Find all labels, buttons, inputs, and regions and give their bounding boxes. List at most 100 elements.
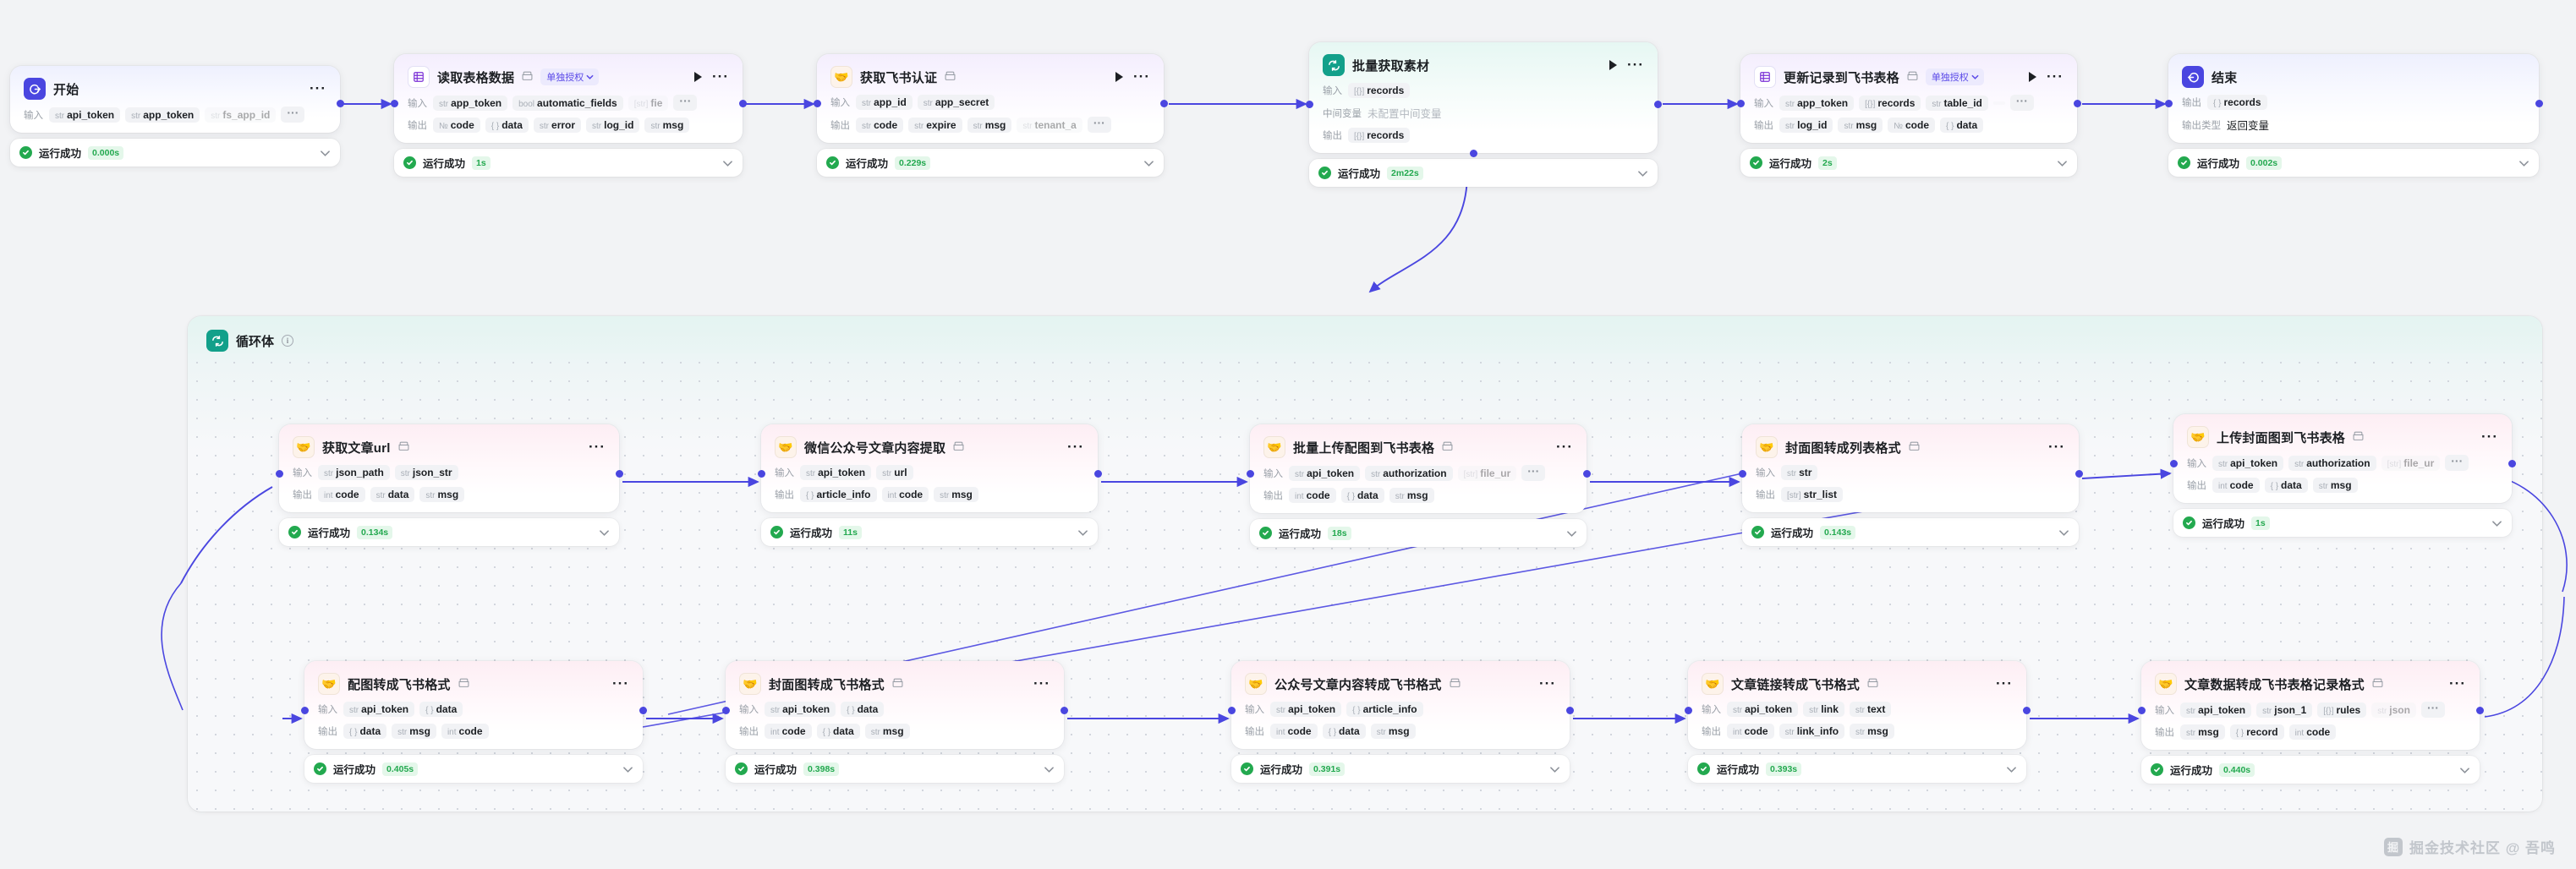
- output-port[interactable]: [2476, 707, 2484, 715]
- input-port[interactable]: [2165, 100, 2173, 108]
- expand-chevron-icon[interactable]: [2460, 765, 2469, 775]
- output-port[interactable]: [337, 99, 344, 107]
- expand-chevron-icon[interactable]: [2058, 158, 2067, 168]
- play-icon[interactable]: [1115, 72, 1124, 82]
- expand-chevron-icon[interactable]: [2059, 527, 2069, 538]
- expand-chevron-icon[interactable]: [1567, 528, 1576, 538]
- more-options-icon[interactable]: ···: [612, 675, 629, 691]
- output-port[interactable]: [2023, 706, 2031, 714]
- input-port[interactable]: [758, 469, 765, 478]
- input-port[interactable]: [814, 100, 821, 108]
- more-options-icon[interactable]: ···: [1133, 68, 1150, 85]
- more-options-icon[interactable]: ···: [1539, 675, 1556, 691]
- pill-overflow[interactable]: ···: [1087, 117, 1111, 133]
- input-port[interactable]: [391, 100, 398, 108]
- output-port[interactable]: [639, 706, 647, 714]
- more-options-icon[interactable]: ···: [2047, 68, 2064, 85]
- expand-chevron-icon[interactable]: [2007, 764, 2016, 774]
- expand-chevron-icon[interactable]: [600, 527, 609, 538]
- output-port[interactable]: [2535, 100, 2543, 108]
- more-options-icon[interactable]: ···: [589, 439, 606, 455]
- expand-chevron-icon[interactable]: [723, 158, 732, 168]
- expand-chevron-icon[interactable]: [2519, 158, 2529, 168]
- input-port[interactable]: [1685, 706, 1692, 714]
- more-options-icon[interactable]: ···: [1556, 439, 1573, 455]
- output-port[interactable]: [1061, 706, 1068, 714]
- output-port[interactable]: [2508, 460, 2516, 468]
- more-options-icon[interactable]: ···: [310, 80, 326, 96]
- pill-overflow[interactable]: ···: [2445, 455, 2469, 471]
- output-port[interactable]: [2075, 469, 2083, 478]
- more-options-icon[interactable]: ···: [1067, 439, 1084, 455]
- output-port[interactable]: [2074, 100, 2081, 108]
- input-port[interactable]: [1737, 100, 1745, 108]
- auth-badge[interactable]: 单独授权: [1925, 68, 1984, 85]
- more-options-icon[interactable]: ···: [2481, 429, 2498, 445]
- expand-chevron-icon[interactable]: [623, 764, 633, 774]
- output-port[interactable]: [739, 100, 747, 108]
- expand-chevron-icon[interactable]: [2492, 518, 2502, 528]
- more-options-icon[interactable]: ···: [2449, 675, 2466, 691]
- input-port[interactable]: [2170, 460, 2178, 468]
- pill-overflow[interactable]: ···: [2009, 95, 2034, 111]
- more-options-icon[interactable]: ···: [1033, 675, 1050, 691]
- output-port[interactable]: [1654, 100, 1662, 108]
- expand-chevron-icon[interactable]: [1638, 168, 1647, 178]
- play-icon[interactable]: [2029, 72, 2037, 82]
- input-port[interactable]: [301, 706, 309, 714]
- input-port[interactable]: [276, 469, 283, 478]
- expand-chevron-icon[interactable]: [1044, 764, 1054, 774]
- pill-overflow[interactable]: ···: [1521, 465, 1546, 481]
- more-options-icon[interactable]: ···: [1627, 57, 1644, 73]
- loop-output-port[interactable]: [1469, 150, 1477, 157]
- info-icon[interactable]: i: [282, 335, 294, 347]
- input-port[interactable]: [1306, 100, 1313, 108]
- pill-overflow[interactable]: ···: [281, 107, 305, 123]
- output-port[interactable]: [616, 469, 623, 478]
- more-options-icon[interactable]: ···: [1996, 675, 2013, 691]
